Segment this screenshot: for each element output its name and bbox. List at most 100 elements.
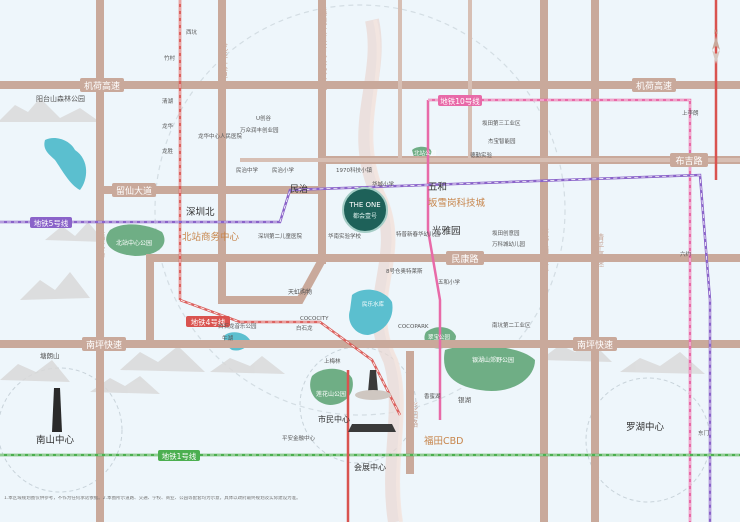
svg-text:布吉路: 布吉路 [675, 155, 702, 167]
svg-text:民康路: 民康路 [451, 253, 478, 265]
label-nanshan: 南山中心 [36, 434, 75, 446]
svg-text:六约: 六约 [680, 250, 692, 258]
label-futian: 福田CBD [424, 435, 463, 447]
road-label-jihe-left: 机荷高速 [80, 78, 124, 92]
svg-text:万科城幼儿园: 万科城幼儿园 [492, 240, 526, 248]
label-luohu: 罗湖中心 [626, 421, 665, 433]
svg-text:COCOPARK: COCOPARK [398, 324, 429, 330]
svg-text:华南实验学校: 华南实验学校 [328, 232, 362, 240]
label-minzhi: 民治 [290, 183, 308, 195]
svg-text:香蜜湖: 香蜜湖 [424, 392, 441, 400]
project-marker[interactable] [342, 187, 388, 233]
svg-text:COCOCITY: COCOCITY [300, 316, 329, 322]
project-name-cn: 都会壹号 [353, 212, 377, 220]
svg-text:白石龙音乐公园: 白石龙音乐公园 [218, 322, 257, 330]
svg-text:地铁10号线: 地铁10号线 [440, 96, 480, 106]
lake-minle [349, 289, 393, 335]
svg-text:南坪快速: 南坪快速 [86, 339, 122, 351]
svg-text:上李朗: 上李朗 [682, 109, 699, 117]
svg-text:1970科技小镇: 1970科技小镇 [336, 166, 372, 174]
svg-text:东门: 东门 [698, 429, 709, 437]
road-label-buji: 布吉路 [670, 153, 708, 167]
svg-text:地铁5号线: 地铁5号线 [34, 218, 69, 228]
svg-text:民治小学: 民治小学 [272, 166, 295, 174]
label-wuhe: 五和 [428, 182, 447, 193]
svg-text:U创谷: U创谷 [256, 114, 272, 122]
svg-text:地铁4号线: 地铁4号线 [191, 317, 226, 327]
svg-text:民治中学: 民治中学 [236, 166, 259, 174]
road-label-nanping-left: 南坪快速 [82, 337, 126, 351]
svg-text:机荷高速: 机荷高速 [636, 80, 672, 92]
minor-roads [240, 0, 740, 162]
svg-text:平安金融中心: 平安金融中心 [282, 434, 316, 442]
road-label-fulong: 福龙路 [95, 232, 105, 259]
label-minle: 民乐水库 [362, 300, 385, 308]
metro-label-line10: 地铁10号线 [438, 95, 482, 106]
svg-text:五和小学: 五和小学 [438, 278, 461, 286]
svg-text:特普新春华幼儿园: 特普新春华幼儿园 [396, 230, 441, 238]
park-yinhu [444, 345, 535, 391]
lake-yangtai [44, 138, 87, 190]
road-label-nanping-right: 南坪快速 [573, 337, 617, 351]
label-guangya: 光雅园 [432, 225, 461, 237]
label-tanglang: 塘朗山 [40, 351, 60, 360]
svg-text:地铁1号线: 地铁1号线 [162, 451, 197, 461]
svg-text:深圳第二儿童医院: 深圳第二儿童医院 [258, 232, 303, 240]
label-yangtai: 阳台山森林公园 [36, 94, 85, 103]
radius-ring-luohu [585, 377, 711, 503]
poi-labels: 西坑 竹村 清湖 龙华 龙胜 龙华中心人民医院 U创谷 万众润丰创业园 民治中学… [162, 28, 709, 442]
project-name-en: THE ONE [348, 201, 380, 209]
svg-text:清湖: 清湖 [162, 97, 174, 105]
metro-label-line1: 地铁1号线 [158, 450, 200, 461]
svg-text:龙胜: 龙胜 [162, 147, 174, 155]
metro-label-line4: 地铁4号线 [186, 316, 230, 327]
svg-text:8号仓奥特莱斯: 8号仓奥特莱斯 [386, 267, 423, 275]
label-yinhu: 银湖山郊野公园 [472, 356, 514, 364]
radius-ring-main [154, 4, 566, 416]
road-label-jihe-right: 机荷高速 [632, 78, 676, 92]
label-lianhua: 莲花山公园 [316, 390, 346, 398]
svg-text:杰宝智能园: 杰宝智能园 [488, 137, 516, 145]
svg-text:南坑第二工业区: 南坑第二工业区 [492, 321, 531, 329]
radius-ring-nanshan [0, 367, 123, 493]
label-shenzhenbei: 深圳北 [186, 207, 215, 218]
metro-label-line5: 地铁5号线 [30, 217, 72, 228]
svg-text:龙华: 龙华 [162, 122, 174, 130]
svg-text:万众润丰创业园: 万众润丰创业园 [240, 126, 279, 134]
svg-text:上梅林: 上梅林 [324, 357, 341, 365]
river-ribbon-highlight [369, 19, 404, 522]
road-label-minkang: 民康路 [446, 251, 484, 265]
svg-text:西坑: 西坑 [186, 28, 198, 36]
park-lianhua [310, 368, 353, 405]
svg-text:坂田第三工业区: 坂田第三工业区 [482, 119, 521, 127]
svg-text:华城小学: 华城小学 [372, 180, 395, 188]
label-bantian-city: 坂雪岗科技城 [428, 197, 486, 209]
road-label-caitian: 彩田路 [408, 402, 418, 429]
radius-ring-futian [299, 346, 417, 464]
park-beizhan [106, 224, 165, 256]
svg-text:N: N [714, 29, 719, 36]
road-label-meiguan: 梅观大道(市政化改造) [317, 8, 327, 92]
svg-text:龙华中心人民医院: 龙华中心人民医院 [198, 132, 243, 140]
footnote: 1.本区域规划图仅供参考，不作为任何承诺依据。2.本图所示道路、交通、学校、商业… [4, 496, 301, 501]
label-yinhu-lake: 银湖 [458, 395, 472, 404]
label-beizhan: 北站商务中心 [182, 231, 240, 243]
svg-text:坂田创意园: 坂田创意园 [492, 229, 520, 237]
lianhua-statue-icon [355, 370, 391, 400]
label-cuiyun: 翠宝公园 [428, 333, 451, 341]
svg-text:牛湖: 牛湖 [222, 334, 234, 342]
svg-text:德勤实验: 德勤实验 [470, 151, 493, 159]
compass-icon: N [712, 29, 720, 64]
civic-center-icon [348, 424, 396, 432]
road-label-longhua-north: 龙华大道 [217, 41, 228, 79]
label-beizhan-park: 北站中心公园 [116, 239, 152, 247]
nanshan-tower-icon [52, 388, 62, 432]
label-dongxiao: 北站公园 [414, 149, 437, 157]
road-label-bantian: 坂雪岗大道 [539, 228, 549, 272]
svg-text:竹村: 竹村 [164, 54, 176, 62]
road-label-liuxian: 留仙大道 [112, 183, 156, 197]
label-tianhong: 天虹购物 [288, 288, 312, 296]
svg-text:留仙大道: 留仙大道 [116, 185, 152, 197]
